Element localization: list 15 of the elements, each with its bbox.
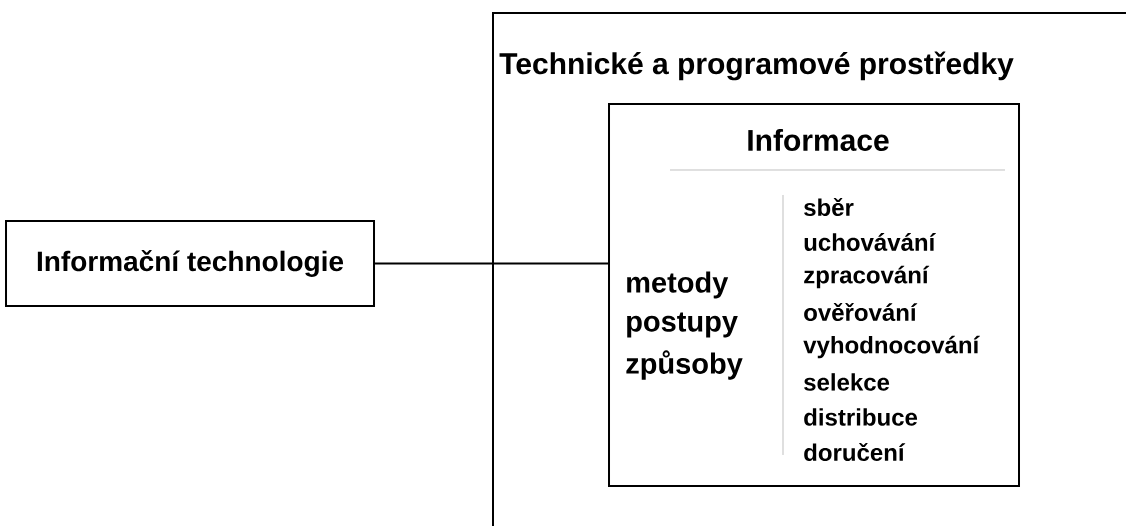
activity-text: sběr bbox=[804, 197, 854, 217]
method-text: metody bbox=[627, 271, 729, 299]
method-text: postupy bbox=[627, 312, 738, 338]
activity-text: uchovávání bbox=[804, 233, 936, 251]
activity-text: selekce bbox=[804, 373, 890, 391]
activity-text: zpracování bbox=[804, 265, 930, 289]
activity-text: distribuce bbox=[804, 408, 918, 426]
activity-text: vyhodnocování bbox=[803, 335, 980, 359]
box-title: Technické a programové prostředky bbox=[499, 51, 1014, 81]
box-heading: Informace bbox=[748, 129, 889, 151]
activity-text: doručení bbox=[804, 442, 906, 462]
activity-text: ověřování bbox=[804, 302, 918, 322]
process-box: Informační technologie bbox=[5, 220, 375, 307]
method-text: způsoby bbox=[626, 350, 743, 380]
connector-line bbox=[374, 262, 609, 265]
